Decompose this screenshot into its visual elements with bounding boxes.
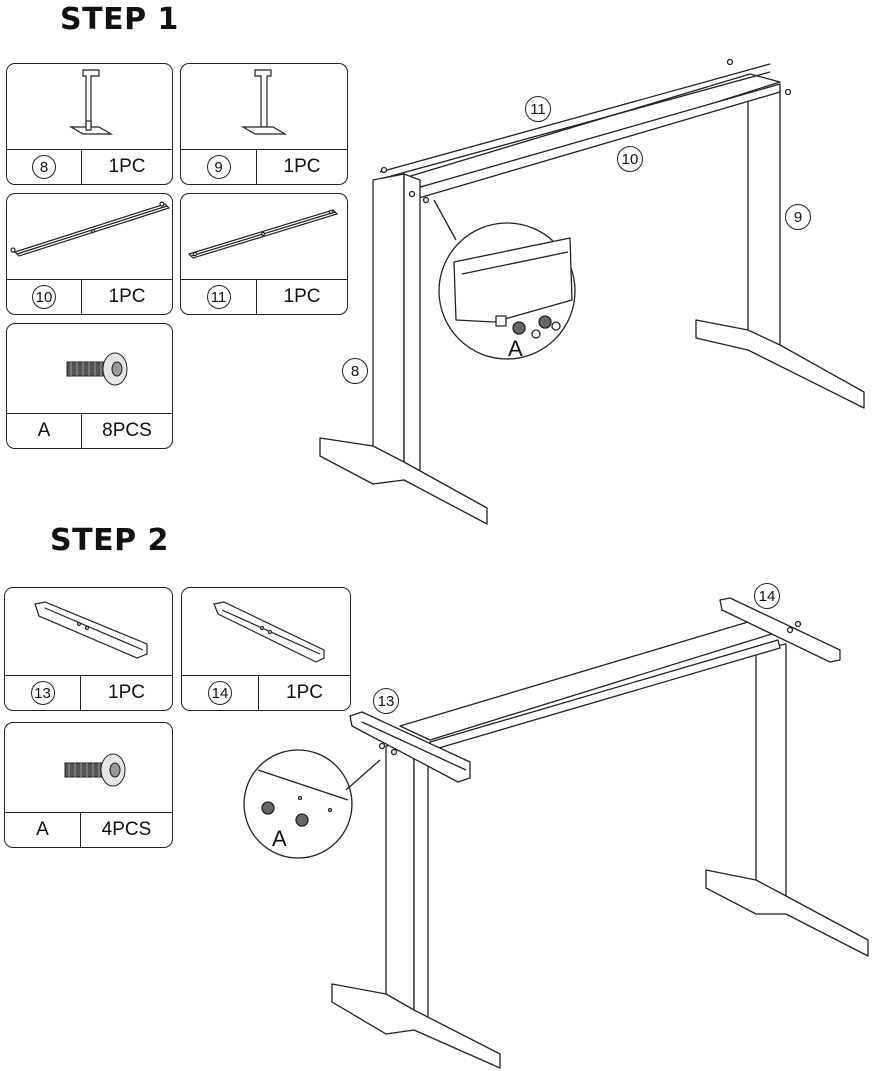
callout-10: 10: [617, 146, 643, 172]
detail-label-a-2: A: [272, 826, 287, 851]
part-qty-9: 1PC: [283, 156, 321, 177]
part-number-8: 8: [32, 155, 56, 179]
part-card-10: 10 1PC: [6, 193, 173, 315]
part-card-13: 13 1PC: [4, 587, 173, 711]
part-number-11: 11: [206, 285, 231, 309]
step1-title: STEP 1: [60, 2, 179, 37]
part-qty-8: 1PC: [108, 156, 146, 177]
crossbar-icon: [187, 209, 339, 259]
step2-title: STEP 2: [50, 523, 169, 558]
part-qty-a: 8PCS: [102, 420, 152, 441]
part-card-screw-a-2: A 4PCS: [4, 722, 173, 848]
part-card-screw-a: A 8PCS: [6, 323, 173, 449]
part-letter-a-2: A: [5, 813, 81, 847]
part-card-11: 11 1PC: [180, 193, 348, 315]
part-number-13: 13: [30, 681, 55, 705]
screw-icon: [66, 352, 128, 386]
side-bracket-icon: [34, 601, 148, 659]
callout-14: 14: [754, 583, 780, 609]
part-number-10: 10: [32, 285, 56, 309]
t-leg-icon: [240, 69, 288, 135]
part-qty-14: 1PC: [286, 682, 323, 703]
part-card-9: 9 1PC: [180, 63, 348, 185]
part-card-8: 8 1PC: [6, 63, 173, 185]
t-leg-icon: [68, 69, 114, 135]
part-letter-a: A: [7, 414, 82, 448]
part-card-14: 14 1PC: [181, 587, 351, 711]
callout-13: 13: [373, 688, 399, 714]
part-number-9: 9: [206, 155, 231, 179]
part-qty-13: 1PC: [108, 682, 145, 703]
crossbar-icon: [10, 201, 171, 257]
part-qty-10: 1PC: [108, 286, 146, 307]
side-bracket-icon: [213, 601, 325, 663]
screw-icon: [64, 753, 126, 787]
detail-label-a: A: [508, 336, 523, 361]
callout-9: 9: [785, 204, 811, 230]
callout-8: 8: [342, 358, 368, 384]
part-qty-a-2: 4PCS: [101, 819, 152, 840]
part-qty-11: 1PC: [283, 286, 321, 307]
part-number-14: 14: [208, 681, 232, 705]
callout-11: 11: [525, 96, 551, 122]
